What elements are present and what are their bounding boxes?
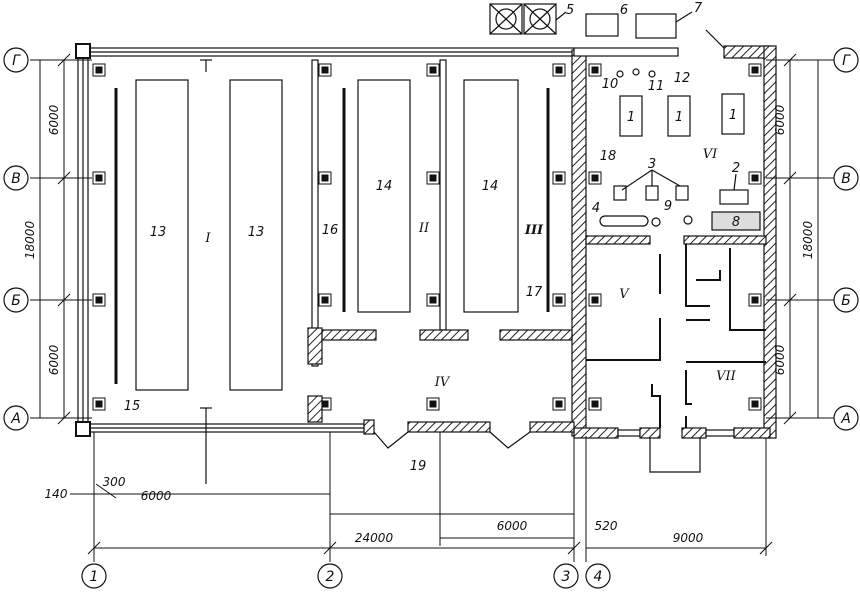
item-12-label: 12 (674, 71, 691, 86)
item-7-label: 7 (694, 1, 703, 16)
equipment-14-right (463, 79, 519, 313)
equipment-14-left (357, 79, 411, 313)
room-vii-label: VII (716, 369, 737, 384)
axis-label-a-right: А (840, 411, 851, 427)
axis-label-4: 4 (594, 569, 603, 585)
dim-140: 140 (45, 487, 68, 501)
item-17-label: 17 (526, 285, 543, 300)
axis-label-v-left: В (11, 171, 21, 187)
item-19-label: 19 (410, 459, 427, 474)
item-5-label: 5 (566, 3, 574, 18)
room-iv-label: IV (434, 375, 451, 390)
dim-bay-bottom-right: 6000 (773, 344, 787, 375)
axis-label-1: 1 (90, 569, 99, 585)
item-8-label: 8 (732, 215, 740, 230)
dim-bay-bottom-left: 6000 (47, 344, 61, 375)
room-vi-label: VI (703, 147, 718, 162)
item-16-label: 16 (322, 223, 339, 238)
axis-bubbles (3, 47, 859, 589)
columns (92, 63, 762, 411)
equipment-13-right (229, 79, 283, 391)
item-9-label: 9 (664, 199, 672, 214)
dim-520: 520 (595, 519, 618, 533)
room-i-label: I (204, 231, 211, 246)
dim-6000-gate: 6000 (497, 519, 528, 533)
room-ii-label: II (418, 221, 430, 236)
dim-bay-top-right: 6000 (773, 104, 787, 135)
dim-300: 300 (103, 475, 126, 489)
item-14b-label: 14 (482, 179, 499, 194)
annex-walls (573, 29, 777, 473)
item-11-label: 11 (648, 79, 665, 94)
dim-bay-top-left: 6000 (47, 104, 61, 135)
axis-label-3: 3 (562, 569, 571, 585)
dim-span-left: 18000 (23, 221, 37, 260)
axis-label-b-left: Б (11, 293, 21, 309)
item-1a-label: 1 (627, 110, 635, 125)
item-1b-label: 1 (675, 110, 683, 125)
axis-label-g-left: Г (12, 53, 21, 69)
item-1c-label: 1 (729, 108, 737, 123)
item-13b-label: 13 (248, 225, 265, 240)
room-v-label: V (619, 287, 630, 302)
dim-9000: 9000 (673, 531, 704, 545)
entrance-wall (363, 419, 575, 449)
dim-24000: 24000 (355, 531, 394, 545)
item-14a-label: 14 (376, 179, 393, 194)
hall-partitions (114, 59, 573, 484)
grid-axes (30, 53, 834, 562)
item-10-label: 10 (602, 77, 619, 92)
dim-6000-bottom: 6000 (141, 489, 172, 503)
axis-label-g-right: Г (842, 53, 851, 69)
item-6-label: 6 (620, 3, 628, 18)
axis-label-v-right: В (841, 171, 851, 187)
item-13a-label: 13 (150, 225, 167, 240)
item-2-label: 2 (732, 161, 740, 176)
room-iii-label: III (524, 223, 544, 238)
item-15-label: 15 (124, 399, 141, 414)
top-items (489, 3, 693, 39)
axis-label-2: 2 (326, 569, 335, 585)
item-4-label: 4 (592, 201, 600, 216)
dividing-wall (571, 49, 587, 437)
axis-label-a-left: А (10, 411, 21, 427)
main-hall-walls (75, 43, 575, 437)
item-18-label: 18 (600, 149, 617, 164)
room-vi-equipment (599, 68, 761, 231)
dim-span-right: 18000 (801, 221, 815, 260)
annex-partitions (586, 244, 766, 428)
equipment-13-left (135, 79, 189, 391)
axis-label-b-right: Б (841, 293, 851, 309)
item-3-label: 3 (648, 157, 656, 172)
